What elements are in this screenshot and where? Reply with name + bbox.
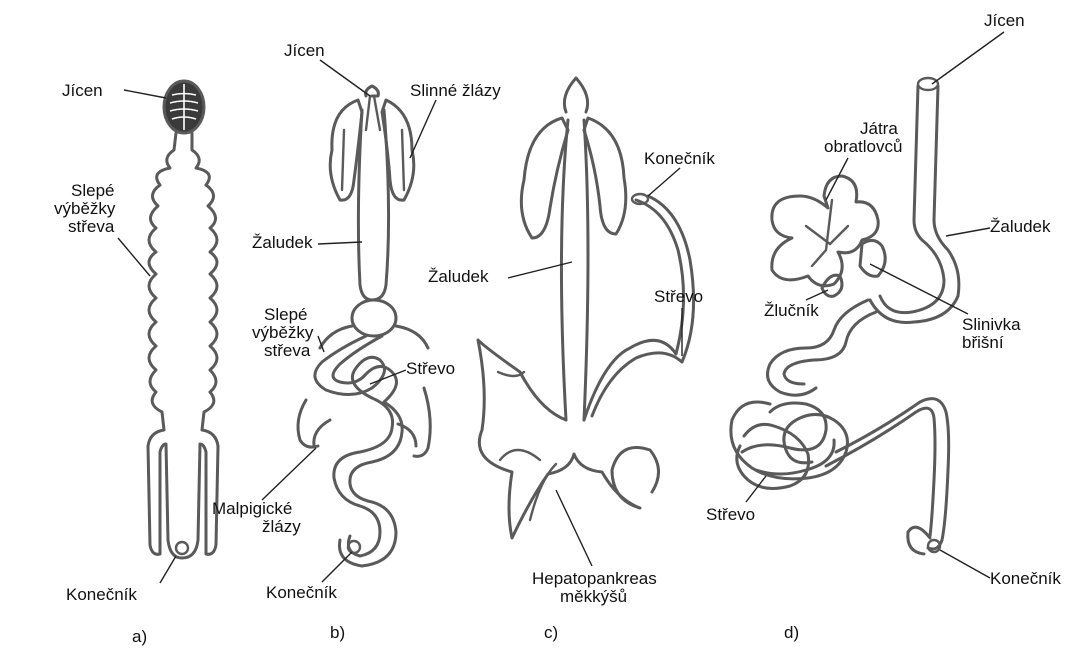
label-jatra-d-line1: Játra [860,119,898,138]
panel-c: Konečník Žaludek Střevo Hepatopankreas m… [428,78,715,642]
label-strevo-c: Střevo [654,287,703,306]
label-zaludek-b: Žaludek [252,233,313,252]
label-konecnik-b: Konečník [266,583,337,602]
label-slinivka-d-line1: Slinivka [962,315,1021,334]
label-slinivka-d-line2: břišní [962,333,1004,352]
label-strevo-d: Střevo [706,505,755,524]
panel-b: Jícen Slinné žlázy Žaludek Slepé výběžky… [212,41,501,642]
panel-a: Jícen Slepé výběžky střeva Konečník a) [54,81,218,646]
label-slepe-b-line3: střeva [264,341,311,360]
panel-c-gut-drawing [478,78,694,538]
label-strevo-b: Střevo [406,359,455,378]
label-zlucnik-d: Žlučník [764,301,819,320]
caption-a: a) [132,627,147,646]
label-zaludek-c: Žaludek [428,267,489,286]
label-zaludek-d: Žaludek [990,217,1051,236]
label-jatra-d-line2: obratlovců [824,137,902,156]
label-malpig-b-line2: žlázy [262,517,301,536]
label-slepe-a-line2: výběžky [54,199,116,218]
label-jicen-b: Jícen [284,41,325,60]
label-hepato-c-line2: měkkýšů [560,587,627,606]
label-slepe-a-line1: Slepé [71,181,114,200]
label-konecnik-c: Konečník [644,149,715,168]
label-jicen-d: Jícen [984,11,1025,30]
panel-d: Jícen Játra obratlovců Žaludek Žlučník S… [706,11,1061,642]
label-slinne-b: Slinné žlázy [410,81,501,100]
label-slepe-b-line2: výběžky [252,323,314,342]
panel-a-gut-drawing [148,81,218,558]
label-slepe-b-line1: Slepé [264,305,307,324]
label-konecnik-d: Konečník [990,569,1061,588]
caption-d: d) [784,623,799,642]
label-malpig-b-line1: Malpigické [212,499,292,518]
caption-c: c) [544,623,558,642]
label-konecnik-a: Konečník [66,585,137,604]
label-slepe-a-line3: střeva [68,217,115,236]
label-jicen-a: Jícen [62,81,103,100]
label-hepato-c-line1: Hepatopankreas [532,569,657,588]
caption-b: b) [330,623,345,642]
